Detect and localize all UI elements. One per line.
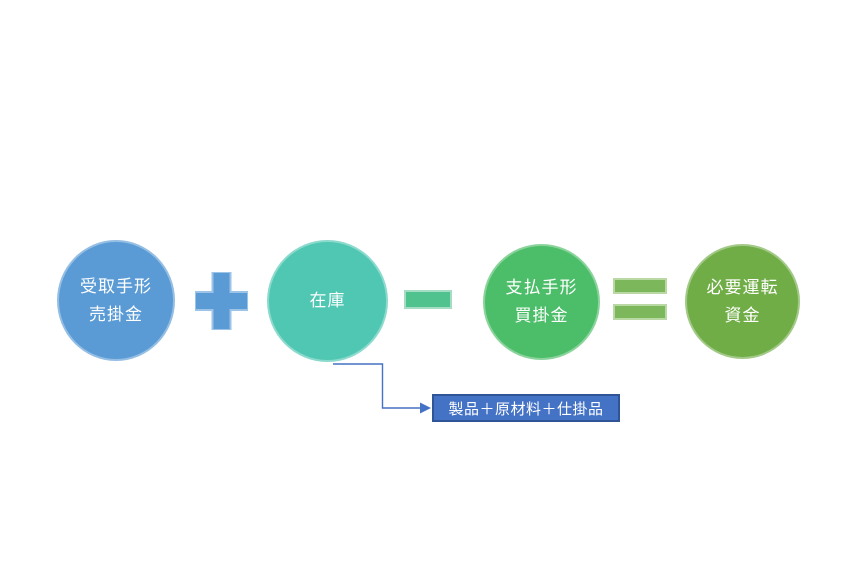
plus-icon [195, 272, 248, 330]
node-inventory: 在庫 [267, 240, 388, 362]
plus-shape [195, 272, 248, 330]
node-payables: 支払手形 買掛金 [483, 244, 600, 360]
inventory-callout-connector [333, 363, 431, 414]
node-receivables: 受取手形 売掛金 [57, 240, 175, 361]
equals-icon [613, 278, 667, 320]
equals-top-bar [613, 278, 667, 294]
node-inventory-label: 在庫 [309, 291, 346, 310]
minus-shape [404, 290, 452, 309]
node-payables-label: 支払手形 買掛金 [505, 278, 578, 325]
minus-icon [404, 290, 452, 309]
node-working-capital-label: 必要運転 資金 [706, 277, 779, 325]
connector-line [333, 363, 420, 409]
equals-bottom-bar [613, 304, 667, 320]
node-working-capital: 必要運転 資金 [685, 244, 800, 359]
inventory-callout-box: 製品＋原材料＋仕掛品 [432, 394, 620, 422]
inventory-callout-label: 製品＋原材料＋仕掛品 [448, 400, 604, 418]
connector-arrowhead-icon [420, 402, 431, 414]
node-receivables-label: 受取手形 売掛金 [80, 276, 152, 324]
